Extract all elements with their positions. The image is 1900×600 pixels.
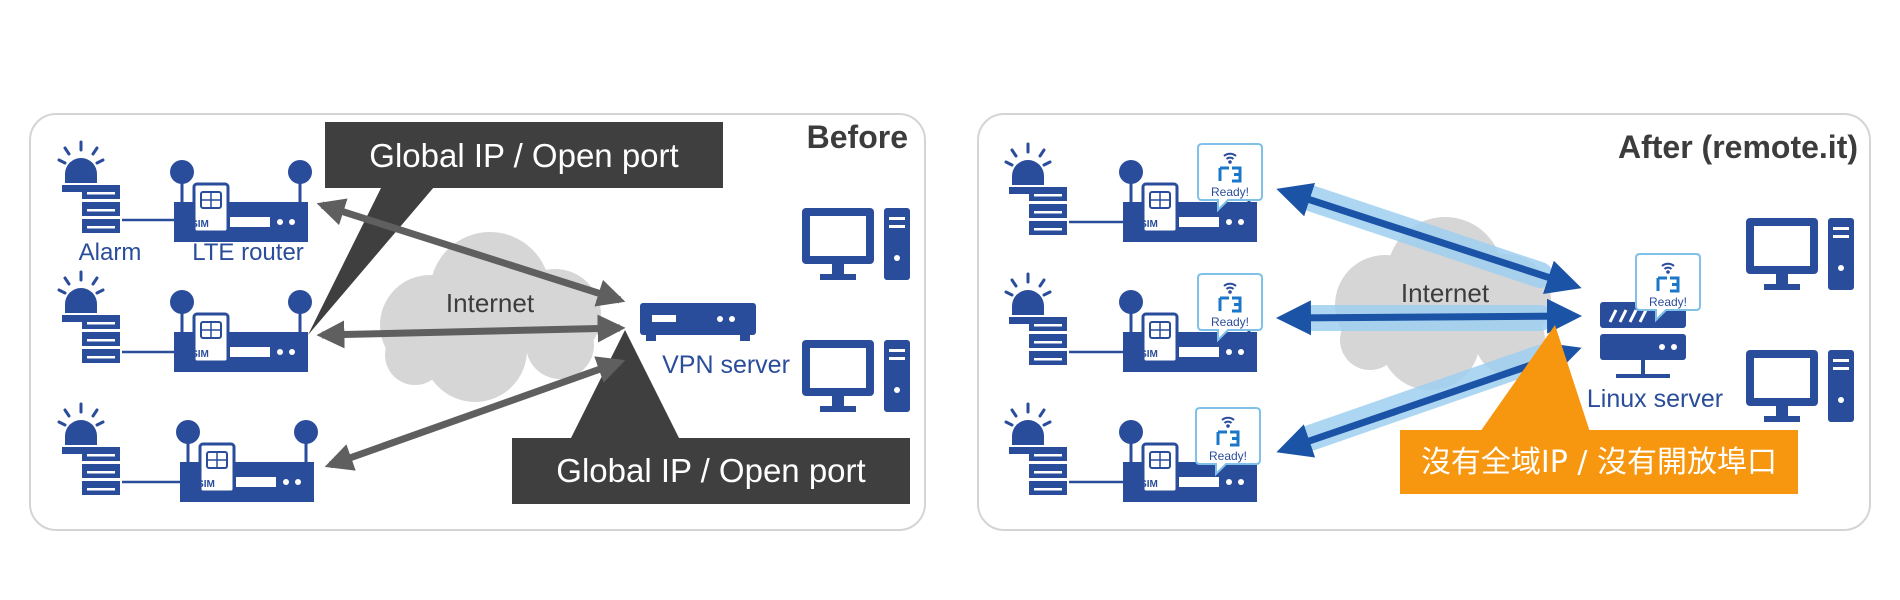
before-title: Before <box>807 119 908 155</box>
ready-badge-icon <box>1196 272 1264 342</box>
before-arrow-3 <box>324 356 626 471</box>
before-connection-arrows <box>316 198 626 471</box>
ready-badge-text: Ready! <box>1649 295 1687 309</box>
sim-label: SIM <box>1140 349 1158 360</box>
after-device-row-2: SIM Ready! <box>1004 272 1264 374</box>
vpn-server-label: VPN server <box>662 351 790 379</box>
ready-badge-text: Ready! <box>1211 185 1249 199</box>
tunnel-2 <box>1276 298 1582 336</box>
before-cloud-label: Internet <box>446 288 535 318</box>
before-callout-bottom-text: Global IP / Open port <box>556 452 865 489</box>
vpn-server-icon <box>640 303 756 341</box>
sim-label: SIM <box>191 349 209 360</box>
after-cloud-label: Internet <box>1401 278 1490 308</box>
sim-label: SIM <box>197 479 215 490</box>
alarm-label: Alarm <box>79 239 142 266</box>
ready-badge-icon <box>1194 406 1262 476</box>
after-panel: After (remote.it) Internet <box>977 113 1871 531</box>
before-device-row-1: SIM Alarm LTE router <box>57 140 314 266</box>
ready-badge-text: Ready! <box>1211 315 1249 329</box>
sim-label: SIM <box>1140 479 1158 490</box>
after-callout <box>1400 430 1798 494</box>
before-device-row-3: SIM <box>57 402 320 504</box>
ready-badge-icon <box>1196 142 1264 212</box>
after-callout-tail <box>1480 325 1590 432</box>
after-device-row-1: SIM Ready! <box>1004 142 1264 244</box>
before-callout-top-text: Global IP / Open port <box>369 137 678 174</box>
after-tunnels <box>1276 183 1582 458</box>
linux-server-label: Linux server <box>1587 385 1723 413</box>
ready-badge-icon <box>1634 252 1702 322</box>
before-arrow-1 <box>316 198 626 307</box>
tunnel-1 <box>1276 183 1582 294</box>
after-callout-text: 沒有全域IP / 沒有開放埠口 <box>1421 445 1777 480</box>
sim-label: SIM <box>191 219 209 230</box>
vpn-server: VPN server <box>640 303 790 379</box>
before-arrow-2 <box>316 314 626 349</box>
before-panel: Before Internet Global IP / Open port <box>29 113 926 531</box>
router-label: LTE router <box>192 239 304 266</box>
linux-server: Ready! Linux server <box>1587 252 1723 413</box>
before-callout-bottom <box>512 438 910 504</box>
before-callout-top <box>325 122 723 188</box>
after-device-row-3: SIM Ready! <box>1004 402 1263 504</box>
ready-badge-text: Ready! <box>1209 449 1247 463</box>
sim-label: SIM <box>1140 219 1158 230</box>
before-device-row-2: SIM <box>57 270 314 374</box>
after-title: After (remote.it) <box>1618 129 1858 165</box>
